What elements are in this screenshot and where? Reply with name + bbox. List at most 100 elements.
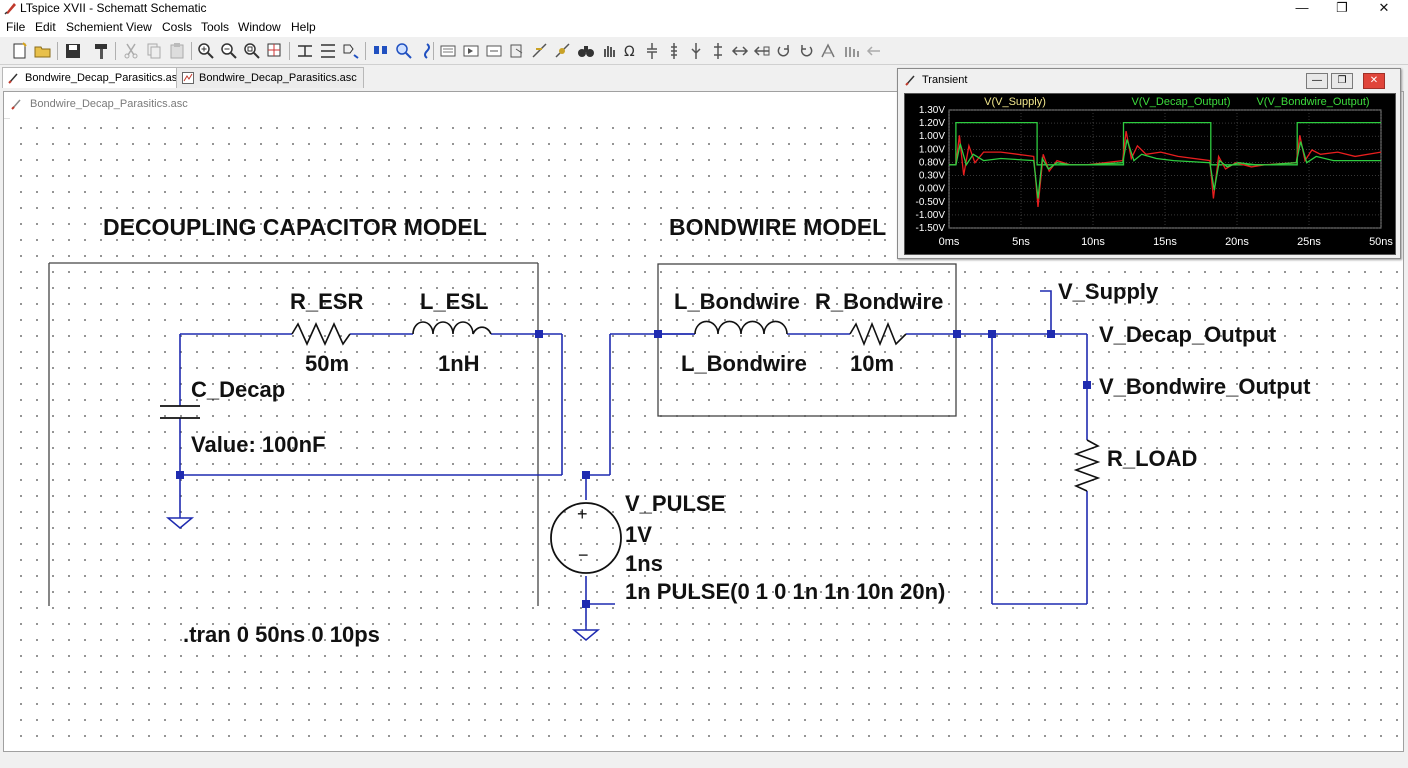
zoom-in-icon[interactable] — [196, 41, 216, 61]
schematic-icon — [8, 72, 20, 84]
capacitor-c-decap-symbol[interactable] — [160, 406, 200, 418]
text-tool-icon[interactable] — [842, 41, 862, 61]
find-icon[interactable] — [394, 41, 414, 61]
junction-dot — [535, 330, 543, 338]
toolbar-separator — [365, 42, 366, 60]
transient-restore-button[interactable]: ❐ — [1331, 73, 1353, 89]
r-esr-value[interactable]: 50m — [305, 351, 349, 377]
source-symbol-icon[interactable] — [708, 41, 728, 61]
r-bondwire-value[interactable]: 10m — [850, 351, 894, 377]
undo-icon[interactable] — [796, 41, 816, 61]
copy-icon[interactable] — [144, 41, 164, 61]
r-esr-label[interactable]: R_ESR — [290, 289, 363, 315]
tran-directive[interactable]: .tran 0 50ns 0 10ps — [183, 622, 380, 648]
drag-tool-icon[interactable] — [553, 41, 573, 61]
diode-tool-icon[interactable] — [507, 41, 527, 61]
save-icon[interactable] — [63, 41, 83, 61]
control-panel-hammer-icon[interactable] — [91, 41, 111, 61]
series-trace[interactable] — [949, 140, 1381, 199]
diode-symbol-icon[interactable] — [686, 41, 706, 61]
c-decap-value[interactable]: Value: 100nF — [191, 432, 326, 458]
close-button[interactable]: ✕ — [1364, 0, 1404, 17]
inductor-symbol-icon[interactable] — [664, 41, 684, 61]
y-tick-label: 0.30V — [919, 171, 945, 182]
binoculars-icon[interactable] — [576, 41, 596, 61]
resistor-r-load-symbol[interactable] — [1076, 440, 1098, 491]
delete-icon[interactable] — [818, 41, 838, 61]
net-label-v-supply[interactable]: V_Supply — [1058, 279, 1158, 305]
minimize-button[interactable]: — — [1282, 0, 1322, 17]
rotate-icon[interactable] — [730, 41, 750, 61]
omega-resistor-icon[interactable]: Ω — [620, 41, 640, 61]
resistor-r-bondwire-symbol[interactable] — [850, 324, 906, 344]
l-bondwire-value[interactable]: L_Bondwire — [681, 351, 807, 377]
net-label-v-decap-output[interactable]: V_Decap_Output — [1099, 322, 1276, 348]
transient-waveform-window[interactable]: Transient — ❐ ✕ 1.30V1.20V1.00V1.00V0.80… — [897, 68, 1401, 259]
menu-schemient[interactable]: Schemient — [66, 20, 123, 34]
toolbar-separator — [191, 42, 192, 60]
spice-directive-icon[interactable] — [417, 41, 437, 61]
capacitor-symbol-icon[interactable] — [642, 41, 662, 61]
x-tick-label: 5ns — [1012, 236, 1030, 248]
zoom-fit-icon[interactable] — [242, 41, 262, 61]
toolbar: Ω — [0, 38, 1408, 65]
ground-icon[interactable] — [318, 41, 338, 61]
new-schematic-icon[interactable] — [10, 41, 30, 61]
capacitor-tool-icon[interactable] — [461, 41, 481, 61]
toolbar-separator — [289, 42, 290, 60]
move-tool-icon[interactable] — [530, 41, 550, 61]
mirror-icon[interactable] — [752, 41, 772, 61]
c-decap-label[interactable]: C_Decap — [191, 377, 285, 403]
tab-waveform[interactable]: Bondwire_Decap_Parasitics.asc — [176, 67, 364, 88]
l-esl-value[interactable]: 1nH — [438, 351, 480, 377]
document-title: Bondwire_Decap_Parasitics.asc — [30, 98, 188, 110]
net-label-v-bondwire-output[interactable]: V_Bondwire_Output — [1099, 374, 1310, 400]
v-pulse-label[interactable]: V_PULSE — [625, 491, 725, 517]
transient-close-button[interactable]: ✕ — [1363, 73, 1385, 89]
component-icon[interactable] — [371, 41, 391, 61]
ltspice-app-icon — [4, 1, 18, 15]
junction-dot — [988, 330, 996, 338]
v-pulse-rise[interactable]: 1ns — [625, 551, 663, 577]
menu-help[interactable]: Help — [291, 20, 316, 34]
l-bondwire-label[interactable]: L_Bondwire — [674, 289, 800, 315]
label-net-icon[interactable] — [341, 41, 361, 61]
tab-schematic-active[interactable]: Bondwire_Decap_Parasitics.asc — [2, 67, 190, 88]
legend-entry[interactable]: V(V_Bondwire_Output) — [1256, 96, 1369, 108]
junction-dot — [582, 600, 590, 608]
l-esl-label[interactable]: L_ESL — [420, 289, 488, 315]
hand-tool-icon[interactable] — [599, 41, 619, 61]
menu-window[interactable]: Window — [238, 20, 281, 34]
open-folder-icon[interactable] — [33, 41, 53, 61]
menu-cosls[interactable]: Cosls — [162, 20, 192, 34]
back-arrow-icon[interactable] — [864, 41, 884, 61]
menu-edit[interactable]: Edit — [35, 20, 56, 34]
resistor-r-esr-symbol[interactable] — [292, 324, 350, 344]
r-bondwire-label[interactable]: R_Bondwire — [815, 289, 943, 315]
zoom-out-icon[interactable] — [219, 41, 239, 61]
x-tick-label: 25ns — [1297, 236, 1321, 248]
plot-frame — [949, 110, 1381, 228]
v-pulse-amplitude[interactable]: 1V — [625, 522, 652, 548]
menu-tools[interactable]: Tools — [201, 20, 229, 34]
restore-button[interactable]: ❐ — [1322, 0, 1362, 17]
legend-entry[interactable]: V(V_Supply) — [984, 96, 1046, 108]
legend-entry[interactable]: V(V_Decap_Output) — [1131, 96, 1230, 108]
r-load-label[interactable]: R_LOAD — [1107, 446, 1197, 472]
redo-icon[interactable] — [774, 41, 794, 61]
v-pulse-spec[interactable]: 1n PULSE(0 1 0 1n 1n 10n 20n) — [625, 579, 945, 605]
wire-icon[interactable] — [295, 41, 315, 61]
inductor-tool-icon[interactable] — [484, 41, 504, 61]
x-tick-label: 20ns — [1225, 236, 1249, 248]
series-trace[interactable] — [949, 131, 1381, 207]
transient-minimize-button[interactable]: — — [1306, 73, 1328, 89]
zoom-area-icon[interactable] — [265, 41, 285, 61]
menu-view[interactable]: View — [126, 20, 152, 34]
paste-icon[interactable] — [167, 41, 187, 61]
resistor-tool-icon[interactable] — [438, 41, 458, 61]
menu-file[interactable]: File — [6, 20, 25, 34]
inductor-l-esl-symbol[interactable] — [413, 322, 491, 334]
waveform-plot-area[interactable]: 1.30V1.20V1.00V1.00V0.80V0.30V0.00V-0.50… — [904, 93, 1396, 255]
cut-icon[interactable] — [121, 41, 141, 61]
inductor-l-bondwire-symbol[interactable] — [695, 321, 787, 334]
